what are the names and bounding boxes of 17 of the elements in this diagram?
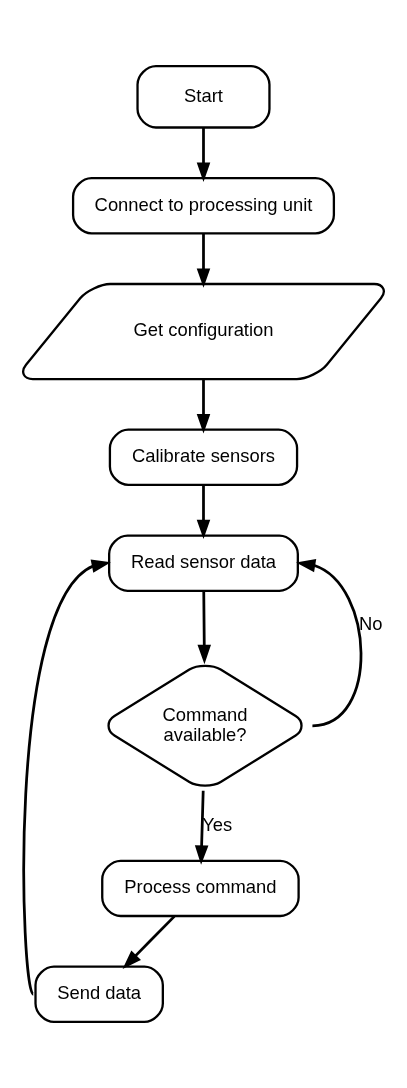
arrow xyxy=(122,915,176,969)
edge-label: No xyxy=(358,613,383,635)
arrow xyxy=(197,591,212,665)
arrow xyxy=(196,485,211,540)
arrow xyxy=(196,379,211,434)
node-box: Start xyxy=(136,65,271,129)
edge-label: Yes xyxy=(202,814,233,836)
node-box: Read sensor data xyxy=(108,534,299,592)
arrow xyxy=(296,558,363,728)
node-box: Connect to processing unit xyxy=(71,176,336,235)
node-box: Send data xyxy=(34,965,164,1023)
arrow xyxy=(196,127,211,182)
node-box: Process command xyxy=(101,859,300,918)
arrow xyxy=(196,233,211,288)
arrow xyxy=(194,790,209,865)
arrow xyxy=(22,559,111,995)
node-box: Calibrate sensors xyxy=(108,428,299,487)
